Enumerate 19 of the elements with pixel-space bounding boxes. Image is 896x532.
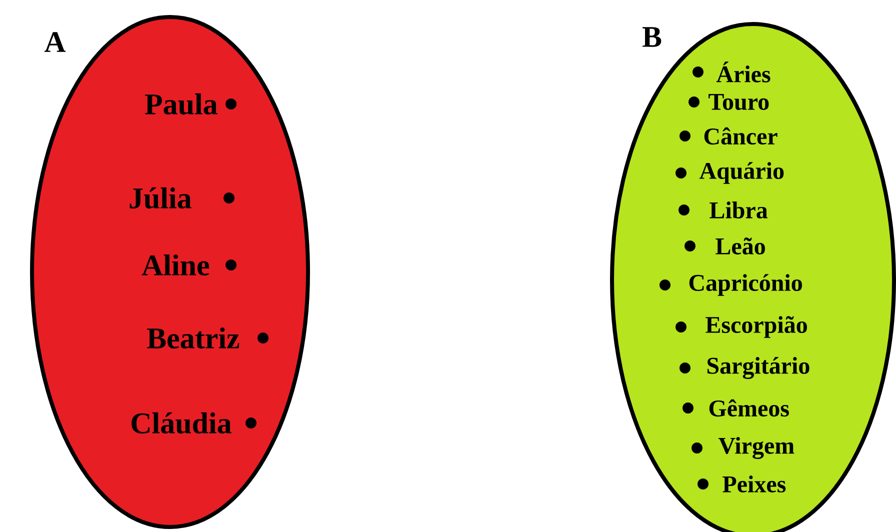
element-label: Júlia <box>130 187 192 209</box>
element-label: Sargitário <box>707 357 810 379</box>
element-label: Gêmeos <box>709 399 789 417</box>
element-label: Paula <box>144 93 218 115</box>
element-label: Câncer <box>704 127 778 145</box>
element-label: Touro <box>708 94 769 110</box>
element-label: Leão <box>716 238 765 254</box>
element-label: Escorpião <box>706 316 807 338</box>
element-label: Áries <box>716 62 770 82</box>
element-label: Aline <box>142 254 210 276</box>
set-heading: A <box>44 32 66 52</box>
element-label: Aquário <box>699 162 784 184</box>
element-label: Peixes <box>722 476 786 492</box>
element-label: Capricónio <box>689 274 802 296</box>
element-label: Libra <box>710 202 768 218</box>
element-label: Virgem <box>718 437 794 459</box>
element-label: Cláudia <box>132 412 232 434</box>
element-label: Beatriz <box>147 327 240 349</box>
set-heading: B <box>642 27 662 47</box>
